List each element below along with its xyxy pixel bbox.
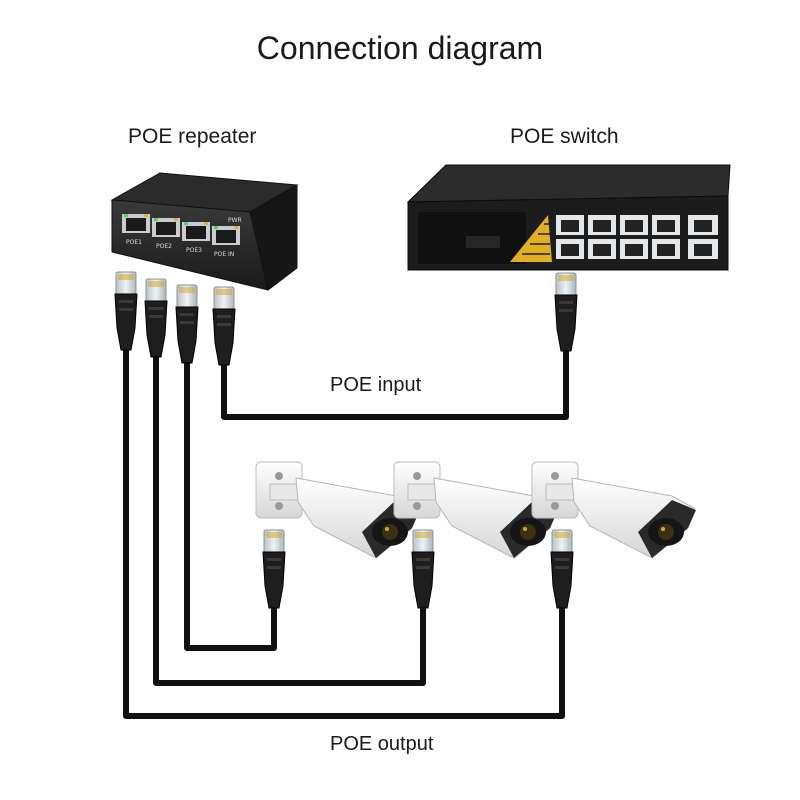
repeater-port-label: POE2 <box>156 243 172 250</box>
poe-repeater-label: POE repeater <box>128 125 257 148</box>
poe-switch <box>406 164 731 271</box>
repeater-pwr-label: PWR <box>228 217 242 224</box>
poe-input-cable <box>221 350 569 420</box>
cameras <box>255 461 697 559</box>
switch-led-panel <box>510 215 552 262</box>
rj45-plug <box>175 284 199 364</box>
repeater-port-label: POE3 <box>186 247 202 254</box>
rj45-plug <box>554 272 578 352</box>
repeater-port-label: POE IN <box>214 251 234 258</box>
poe-output-label: POE output <box>330 733 434 755</box>
switch-ports <box>556 215 718 259</box>
output-cable-1 <box>184 358 277 651</box>
poe-repeater: POE1 POE2 POE3 POE IN PWR <box>110 172 299 291</box>
output-cable-2 <box>153 350 426 686</box>
poe-switch-label: POE switch <box>510 125 619 148</box>
poe-input-label: POE input <box>330 374 422 396</box>
rj45-plug <box>411 529 435 609</box>
output-cable-3 <box>123 346 565 719</box>
rj45-plug <box>262 529 286 609</box>
rj45-plug <box>212 286 236 366</box>
repeater-ports <box>122 214 240 245</box>
rj45-plug <box>114 271 138 351</box>
repeater-port-label: POE1 <box>126 239 142 246</box>
rj45-plug <box>550 529 574 609</box>
diagram-title: Connection diagram <box>256 30 544 66</box>
cables <box>123 346 569 719</box>
rj45-plug <box>144 278 168 358</box>
